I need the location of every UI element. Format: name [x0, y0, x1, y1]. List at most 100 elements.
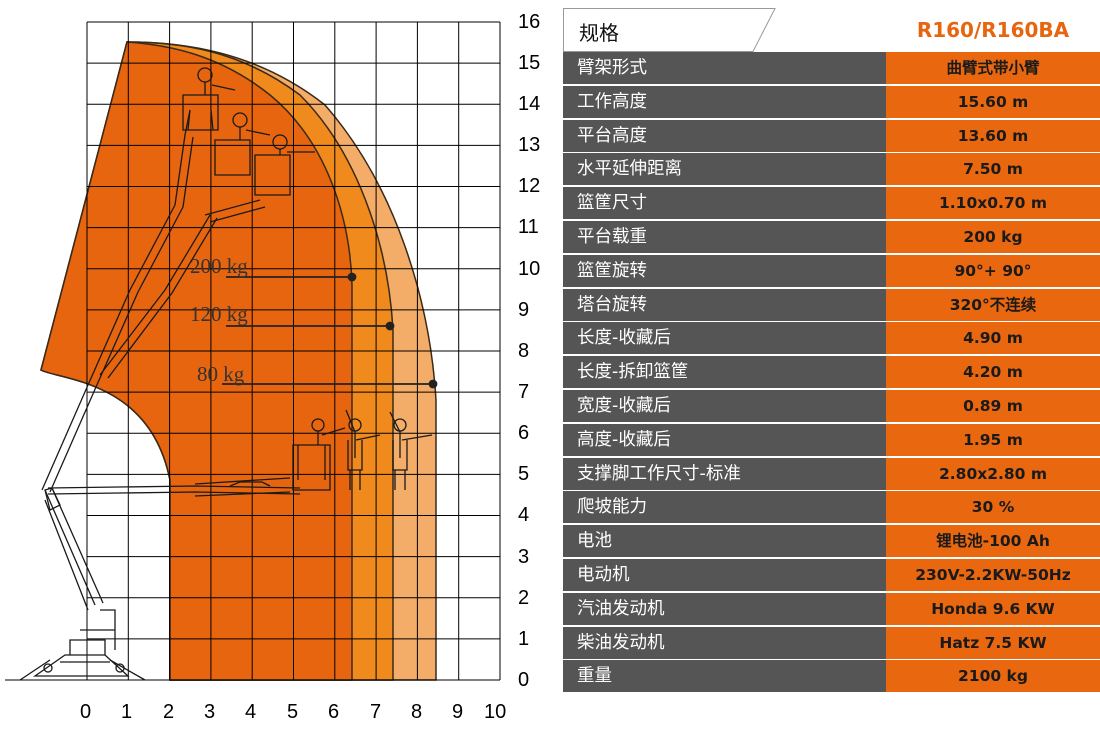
y-tick-11: 11 [518, 216, 539, 238]
spec-value: 1.10x0.70 m [886, 187, 1100, 220]
x-tick-10: 10 [484, 701, 506, 723]
spec-value: 90°+ 90° [886, 254, 1100, 287]
grid [5, 21, 501, 681]
spec-value: 1.95 m [886, 423, 1100, 456]
spec-value: 4.90 m [886, 322, 1100, 355]
spec-label: 长度-拆卸篮筐 [563, 356, 886, 389]
boom-line-art [19, 67, 433, 681]
y-tick-1: 1 [518, 628, 529, 650]
spec-value: 30 % [886, 491, 1100, 524]
y-tick-9: 9 [518, 299, 529, 321]
spec-value: Hatz 7.5 KW [886, 626, 1100, 659]
x-tick-4: 4 [245, 701, 256, 723]
spec-label: 塔台旋转 [563, 288, 886, 321]
y-tick-3: 3 [518, 546, 529, 568]
load-label-80kg: 80 kg [197, 362, 245, 386]
spec-value: 0.89 m [886, 389, 1100, 422]
spec-value: 320°不连续 [886, 288, 1100, 321]
x-tick-9: 9 [452, 701, 463, 723]
x-tick-3: 3 [204, 701, 215, 723]
spec-value: 15.60 m [886, 85, 1100, 118]
x-tick-7: 7 [370, 701, 381, 723]
spec-value: 2.80x2.80 m [886, 457, 1100, 490]
y-axis-labels: 16 15 14 13 12 11 10 9 8 7 6 5 4 3 2 1 0 [518, 11, 540, 691]
y-tick-4: 4 [518, 504, 529, 526]
spec-label: 工作高度 [563, 85, 886, 118]
model-name: R160/R160BA [916, 18, 1070, 42]
spec-label: 平台载重 [563, 220, 886, 253]
y-tick-12: 12 [518, 175, 540, 197]
y-tick-13: 13 [518, 134, 540, 156]
load-leaders [222, 272, 438, 389]
spec-label: 重量 [563, 660, 886, 693]
spec-label: 汽油发动机 [563, 592, 886, 625]
y-tick-14: 14 [518, 93, 540, 115]
spec-value: 7.50 m [886, 153, 1100, 186]
y-tick-16: 16 [518, 11, 540, 33]
y-tick-10: 10 [518, 258, 540, 280]
spec-label: 爬坡能力 [563, 491, 886, 524]
spec-row: 电池锂电池-100 Ah [563, 525, 1100, 558]
spec-row: 臂架形式曲臂式带小臂 [563, 52, 1100, 84]
spec-label: 柴油发动机 [563, 626, 886, 659]
spec-label: 篮筐尺寸 [563, 187, 886, 220]
spec-value: 锂电池-100 Ah [886, 525, 1100, 558]
x-axis-labels: 0 1 2 3 4 5 6 7 8 9 10 [80, 701, 506, 723]
spec-value: 230V-2.2KW-50Hz [886, 558, 1100, 591]
spec-label: 支撑脚工作尺寸-标准 [563, 457, 886, 490]
y-tick-6: 6 [518, 422, 529, 444]
y-tick-2: 2 [518, 587, 529, 609]
load-label-200kg: 200 kg [190, 254, 248, 278]
spec-value: 4.20 m [886, 356, 1100, 389]
spec-label: 篮筐旋转 [563, 254, 886, 287]
spec-label: 电池 [563, 525, 886, 558]
spec-label: 长度-收藏后 [563, 322, 886, 355]
working-range-diagram: 200 kg 120 kg 80 kg [5, 11, 540, 723]
envelope-200kg [40, 41, 353, 681]
load-label-120kg: 120 kg [190, 302, 248, 326]
spec-label: 电动机 [563, 558, 886, 591]
spec-table-header: 规格 R160/R160BA [563, 8, 1100, 52]
spec-value: 200 kg [886, 220, 1100, 253]
header-tab-shape [563, 8, 776, 52]
spec-label: 水平延伸距离 [563, 153, 886, 186]
spec-value: 13.60 m [886, 119, 1100, 152]
spec-value: 2100 kg [886, 660, 1100, 693]
y-tick-0: 0 [518, 669, 529, 691]
x-tick-6: 6 [328, 701, 339, 723]
spec-label: 高度-收藏后 [563, 423, 886, 456]
y-tick-8: 8 [518, 340, 529, 362]
y-tick-15: 15 [518, 52, 540, 74]
x-tick-1: 1 [121, 701, 132, 723]
spec-header-label: 规格 [579, 21, 619, 45]
spec-label: 臂架形式 [563, 52, 886, 84]
y-tick-5: 5 [518, 463, 529, 485]
x-tick-8: 8 [411, 701, 422, 723]
spec-label: 平台高度 [563, 119, 886, 152]
spec-label: 宽度-收藏后 [563, 389, 886, 422]
spec-value: Honda 9.6 KW [886, 592, 1100, 625]
x-tick-2: 2 [163, 701, 174, 723]
x-tick-0: 0 [80, 701, 91, 723]
spec-value: 曲臂式带小臂 [886, 52, 1100, 84]
y-tick-7: 7 [518, 381, 529, 403]
